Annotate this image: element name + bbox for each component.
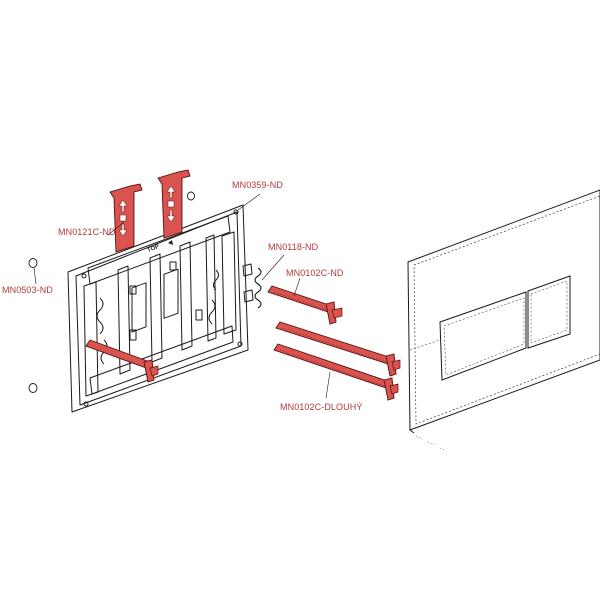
frame-rod-part (85, 339, 159, 383)
callout-mn0102c-dlouhy: MN0102C-DLOUHÝ (280, 402, 363, 412)
spring-part (254, 267, 262, 309)
callout-mn0121c: MN0121C-ND (58, 227, 116, 237)
rod-part-long-2 (273, 343, 399, 401)
rod-part-short (267, 285, 343, 325)
flush-button-large (439, 291, 527, 381)
frame-top-arrow-icon (168, 240, 173, 245)
callout-mn0118: MN0118-ND (268, 242, 319, 252)
clip-part-2 (157, 169, 191, 239)
rod-part-long-1 (275, 321, 401, 377)
screw-left-top (28, 258, 38, 268)
frame-top-label: TOP (147, 244, 161, 254)
clip-part-1 (109, 183, 143, 253)
flush-button-small (527, 275, 571, 349)
callout-mn0503: MN0503-ND (2, 285, 53, 295)
callout-mn0359: MN0359-ND (232, 180, 283, 190)
callout-mn0102c: MN0102C-ND (286, 268, 344, 278)
leader-lines (33, 193, 331, 399)
screw-left-bottom (28, 383, 38, 393)
screw-right-top (187, 191, 195, 201)
screw-group (28, 191, 195, 393)
mounting-frame (67, 204, 254, 413)
flush-plate (407, 189, 600, 451)
